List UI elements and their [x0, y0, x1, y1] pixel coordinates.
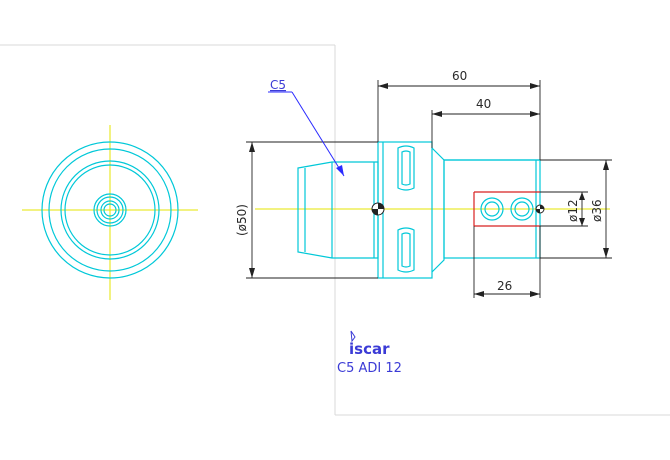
- dimension-lines: [246, 80, 612, 298]
- sheet-border: [0, 44, 670, 416]
- iscar-logo: iscar: [349, 330, 390, 358]
- part-caption: C5 ADI 12: [337, 361, 402, 376]
- c5-leader: C5: [268, 78, 345, 177]
- dimension-arrows: [249, 83, 609, 297]
- side-view-outline: [297, 141, 541, 279]
- dim-overall-length: 60: [452, 69, 467, 83]
- end-view-circles: [41, 141, 179, 279]
- dim-shank-diameter: ø36: [590, 199, 604, 222]
- end-view-centerlines: [22, 125, 198, 300]
- end-view: [22, 125, 198, 300]
- dim-body-length: 40: [476, 97, 491, 111]
- center-mark-right: [535, 204, 545, 214]
- side-view: [255, 141, 610, 279]
- dim-flange-diameter: (ø50): [235, 204, 249, 236]
- logo-text: iscar: [349, 340, 390, 358]
- center-mark-left: [371, 202, 385, 216]
- dim-bore-depth: 26: [497, 279, 512, 293]
- dim-bore-diameter: ø12: [566, 199, 580, 222]
- bore-section: [473, 191, 540, 227]
- leader-label: C5: [270, 78, 286, 92]
